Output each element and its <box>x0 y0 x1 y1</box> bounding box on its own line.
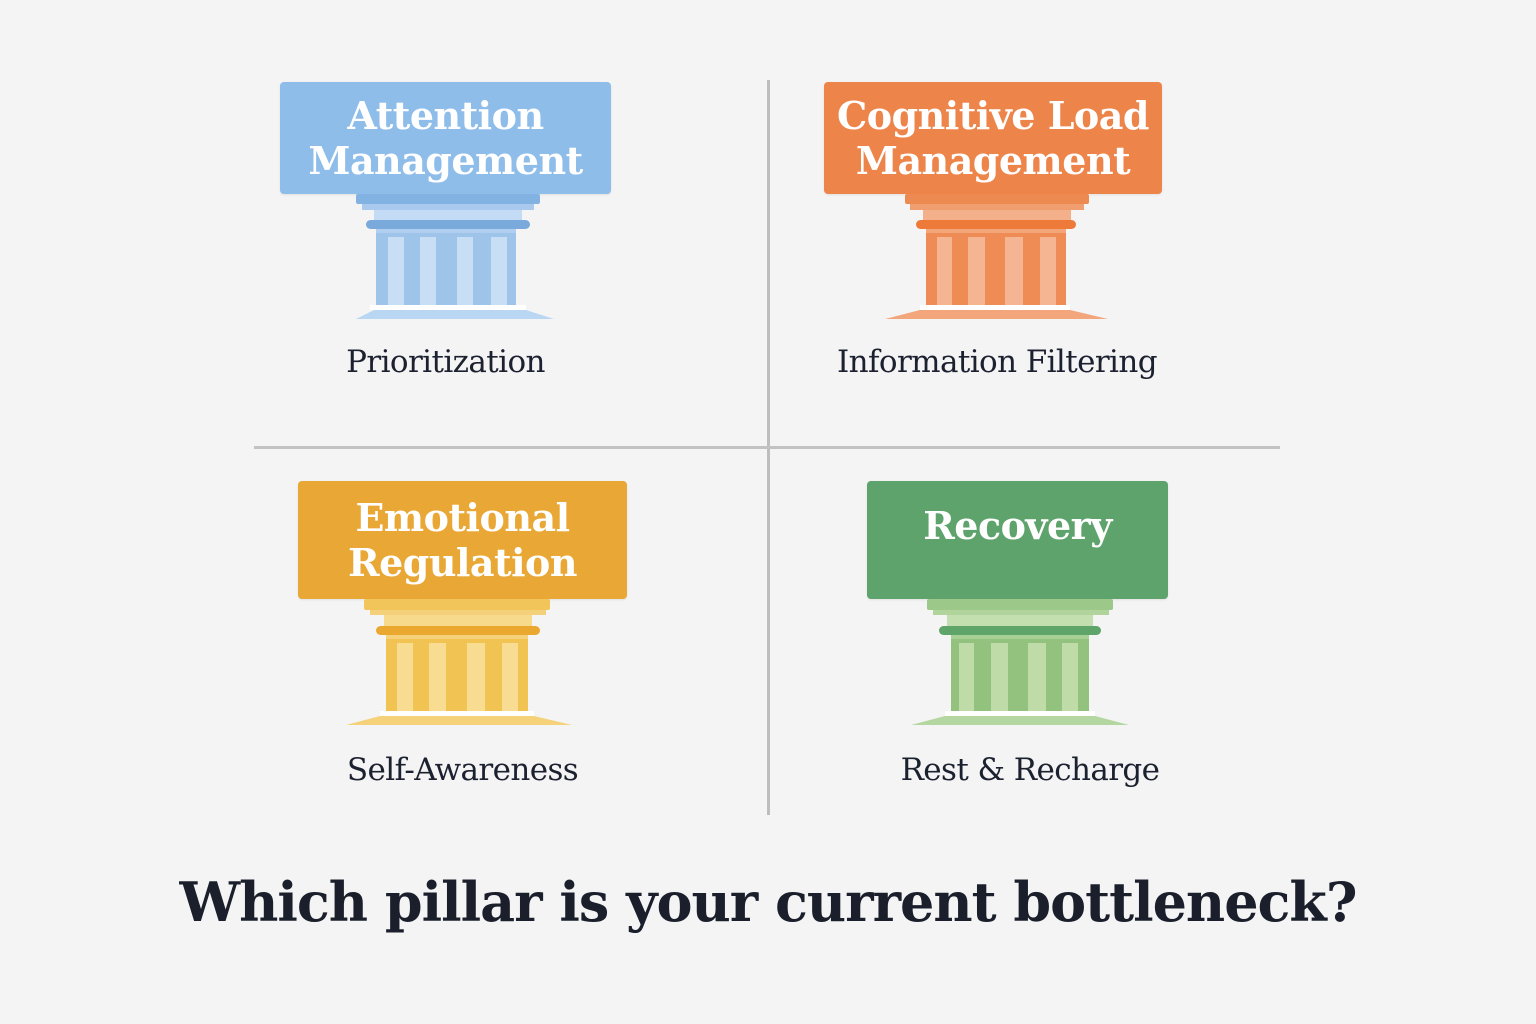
pillar-label-box: Recovery <box>867 481 1168 599</box>
bottleneck-question: Which pillar is your current bottleneck? <box>179 870 1357 934</box>
pillar-title-line1: Emotional <box>355 495 570 540</box>
pillar-label-box: Emotional Regulation <box>298 481 627 599</box>
pillar-label-box: Attention Management <box>280 82 611 194</box>
pillar-title-line1: Attention <box>347 93 544 138</box>
pillar-title-line1: Recovery <box>923 503 1112 548</box>
column-icon <box>885 194 1108 319</box>
pillar-subtitle: Rest & Recharge <box>900 752 1160 788</box>
pillar-title-line1: Cognitive Load <box>837 93 1149 138</box>
pillar-subtitle: Information Filtering <box>837 344 1158 380</box>
pillar-label-box: Cognitive Load Management <box>824 82 1162 194</box>
horizontal-divider <box>254 446 1280 449</box>
column-icon <box>346 599 572 725</box>
pillar-subtitle: Self-Awareness <box>346 752 579 788</box>
pillar-title-line2: Management <box>308 138 583 183</box>
column-icon <box>911 599 1129 725</box>
column-icon <box>356 194 554 319</box>
pillar-title-line2: Management <box>855 138 1131 183</box>
pillar-subtitle: Prioritization <box>346 344 545 380</box>
pillar-title-line2: Regulation <box>348 540 577 585</box>
